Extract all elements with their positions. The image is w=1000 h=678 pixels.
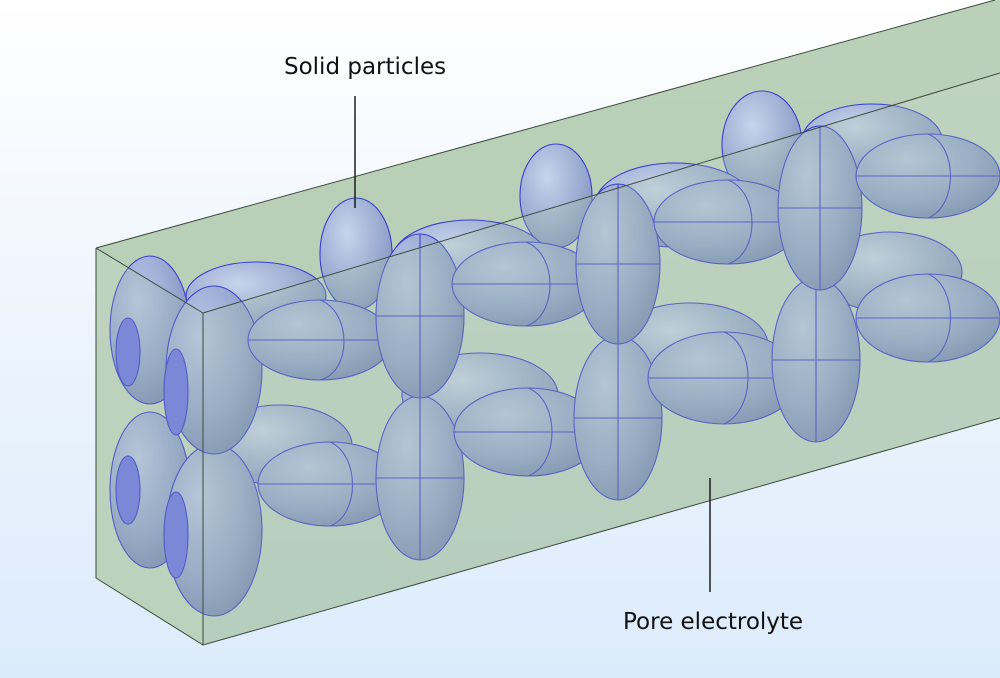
electrolyte-side-face	[96, 248, 203, 645]
solid-particles-label: Solid particles	[284, 54, 447, 80]
particle-row-lower	[109, 273, 1000, 617]
electrolyte-front-face	[203, 73, 1000, 645]
pore-electrolyte-label: Pore electrolyte	[623, 609, 804, 635]
electrolyte-box-edges	[95, 0, 1000, 646]
